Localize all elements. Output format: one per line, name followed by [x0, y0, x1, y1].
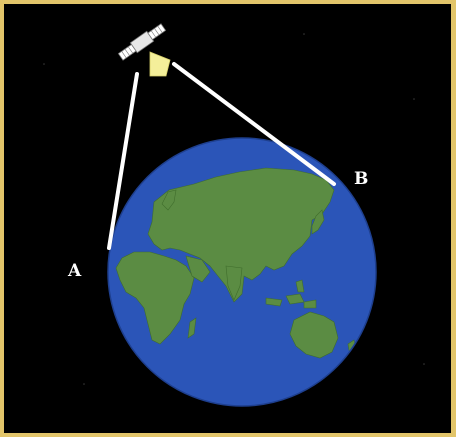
label-point-a: A — [67, 261, 82, 281]
indonesia-islands — [265, 279, 317, 309]
satellite-icon — [117, 23, 167, 61]
antenna-cone — [149, 51, 171, 77]
stars — [43, 33, 425, 385]
arabia — [185, 255, 211, 283]
beam-to-a — [107, 72, 139, 250]
label-point-b: B — [354, 169, 368, 189]
japan — [311, 209, 325, 235]
scandinavia — [161, 189, 177, 211]
africa-landmass — [115, 251, 195, 345]
diagram-scene: A B — [4, 4, 451, 433]
madagascar — [187, 317, 197, 339]
earth-globe — [107, 137, 377, 407]
eurasia-landmass — [147, 167, 335, 303]
beam-to-b — [172, 62, 336, 186]
india — [225, 265, 243, 301]
australia — [289, 311, 339, 359]
signal-beams — [107, 62, 336, 250]
